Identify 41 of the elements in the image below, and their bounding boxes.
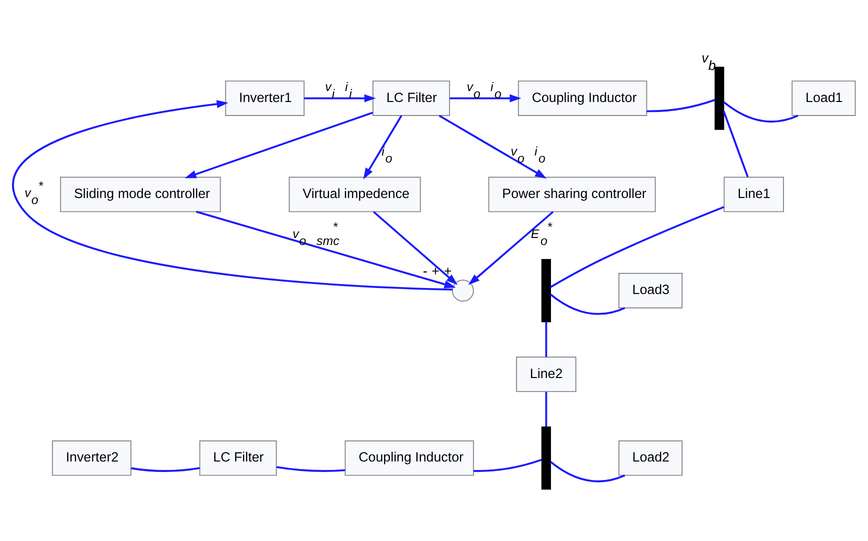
connector — [646, 98, 716, 112]
connector — [550, 460, 626, 482]
arrow — [363, 114, 402, 179]
arrow — [184, 111, 374, 178]
node-bar — [541, 426, 551, 490]
node-box: Virtual impedence — [288, 176, 421, 212]
node-box: Power sharing controller — [488, 176, 656, 212]
arrow — [196, 210, 456, 288]
node-label: + — [444, 262, 452, 278]
node-circle — [452, 279, 474, 302]
node-box: Sliding mode controller — [60, 176, 221, 212]
connector — [473, 458, 542, 472]
connector — [550, 206, 724, 288]
node-box: Line1 — [724, 176, 784, 212]
node-box: Line2 — [516, 356, 576, 392]
arrow — [450, 94, 522, 102]
node-label: - — [422, 262, 428, 278]
node-box: Inverter2 — [52, 440, 132, 476]
node-box: Inverter1 — [225, 80, 305, 116]
arrow — [468, 210, 554, 285]
node-box: Load2 — [618, 440, 683, 476]
connector — [545, 391, 548, 426]
node-box: Load3 — [618, 272, 683, 308]
arrow — [304, 94, 376, 102]
node-box: Load1 — [792, 80, 856, 116]
arrow — [438, 114, 547, 178]
connector — [130, 466, 200, 472]
connector — [550, 293, 626, 314]
node-box: Coupling Inductor — [518, 80, 648, 116]
connector — [723, 100, 798, 122]
node-box: Coupling Inductor — [344, 440, 474, 476]
connector — [276, 466, 346, 472]
node-box: LC Filter — [372, 80, 450, 116]
arrow — [373, 210, 458, 285]
node-label: + — [431, 262, 440, 278]
connector — [545, 322, 548, 356]
node-box: LC Filter — [199, 440, 277, 476]
node-bar — [714, 66, 724, 130]
connector — [722, 110, 749, 177]
arrow — [12, 100, 452, 290]
node-bar — [541, 258, 551, 322]
